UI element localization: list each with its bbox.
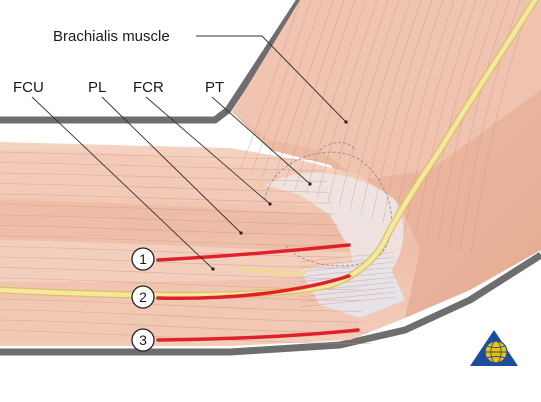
incision-2 [156, 274, 351, 300]
ulnar-nerve [0, 0, 539, 299]
upper-arm-muscles [232, 0, 541, 318]
leader-fcr [145, 96, 271, 205]
label-brachialis-muscle: Brachialis muscle [53, 28, 170, 45]
marker-3-number: 3 [139, 332, 147, 348]
leader-fcu [31, 96, 214, 270]
label-fcr: FCR [133, 79, 164, 96]
marker-1-number: 1 [139, 251, 147, 267]
skin-outline [0, 0, 541, 356]
marker-3: 3 [131, 328, 155, 352]
incision-lines [156, 243, 360, 342]
leader-dots [211, 120, 348, 271]
marker-2-number: 2 [139, 289, 147, 305]
leader-lines [31, 35, 347, 270]
medial-epicondyle-outline [264, 142, 393, 267]
label-pt: PT [205, 79, 224, 96]
leader-brachialis [196, 35, 347, 123]
marker-1: 1 [131, 247, 155, 271]
ao-foundation-logo [470, 330, 518, 366]
leader-pl [101, 96, 242, 234]
label-fcu: FCU [13, 79, 44, 96]
incision-3 [156, 328, 360, 342]
leader-pt [211, 96, 311, 185]
marker-2: 2 [131, 285, 155, 309]
label-pl: PL [88, 79, 106, 96]
incision-1 [156, 243, 351, 262]
